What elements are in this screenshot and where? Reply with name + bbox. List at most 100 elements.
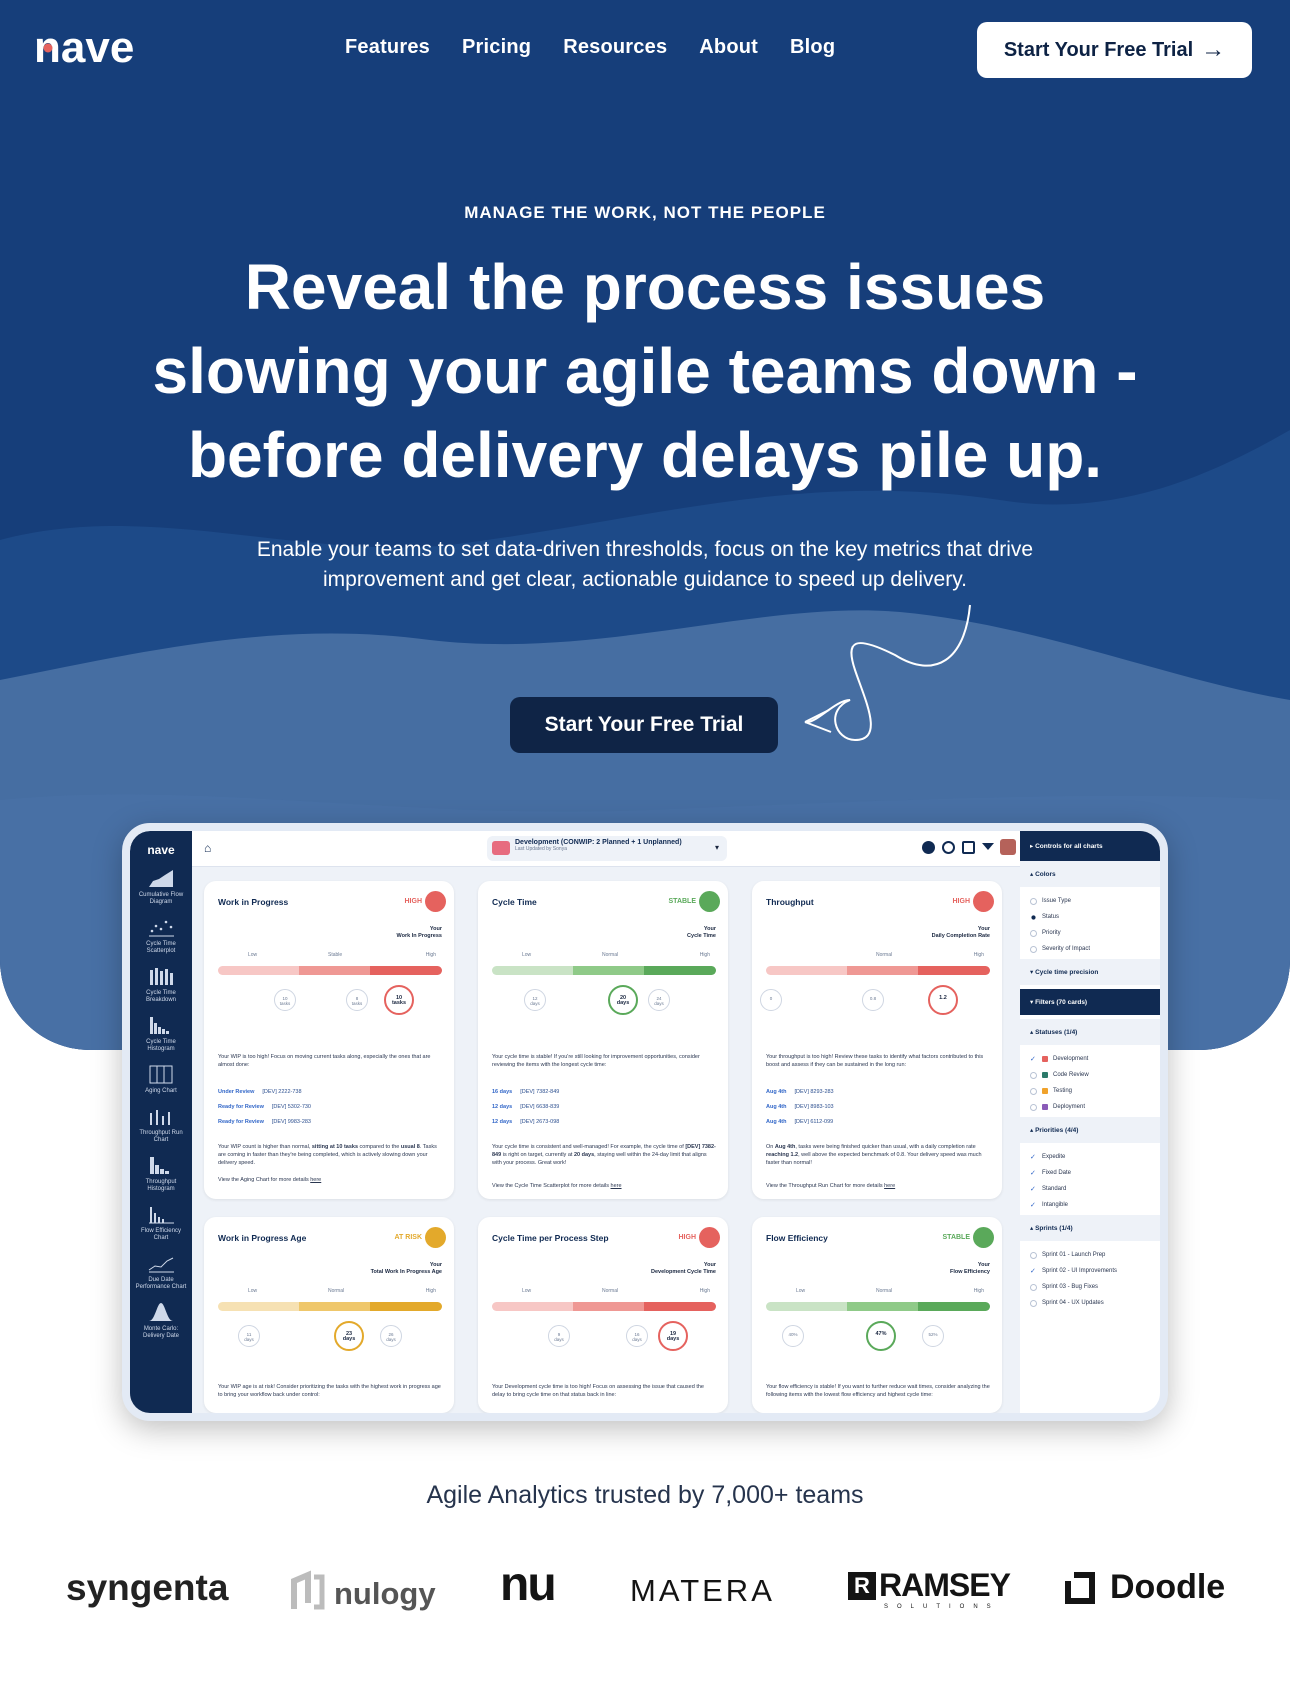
threshold-bar — [766, 1302, 990, 1311]
priorities-label: Priorities (4/4) — [1035, 1127, 1079, 1134]
filter-icon[interactable] — [982, 843, 994, 850]
ramsey-r-icon: R — [848, 1571, 876, 1600]
sidebar-item-flow-eff[interactable]: Flow Efficiency Chart — [134, 1203, 188, 1242]
status-option[interactable]: Code Review — [1020, 1065, 1160, 1081]
list-item[interactable]: 16 days[DEV] 7382-849 — [492, 1089, 559, 1104]
aging-chart-icon — [149, 1065, 173, 1084]
color-option[interactable]: Issue Type — [1020, 891, 1160, 907]
item-tag: Ready for Review — [218, 1104, 264, 1110]
check-icon: ✓ — [1030, 1186, 1036, 1193]
nav-link-about[interactable]: About — [699, 36, 759, 58]
nav-link-pricing[interactable]: Pricing — [461, 36, 532, 58]
ramsey-solutions: SOLUTIONS — [884, 1604, 1000, 1610]
check-icon: ✓ — [1030, 1202, 1036, 1209]
card-guidance: Your throughput is too high! Review thes… — [766, 1054, 984, 1068]
nav-start-trial-button[interactable]: Start Your Free Trial → — [977, 22, 1252, 78]
precision-header[interactable]: ▾ Cycle time precision — [1020, 959, 1160, 985]
avatar[interactable] — [1000, 839, 1016, 855]
list-item[interactable]: Aug 4th[DEV] 8293-283 — [766, 1089, 834, 1104]
nave-logo[interactable]: nave — [34, 23, 169, 72]
option-label: Deployment — [1053, 1104, 1086, 1110]
metric-name: Daily Completion Rate — [931, 933, 990, 939]
monitor-icon[interactable] — [962, 841, 975, 854]
arrow-right-icon: → — [1201, 36, 1226, 63]
your-label: Your — [703, 1262, 716, 1268]
list-item[interactable]: 12 days[DEV] 6638-839 — [492, 1104, 559, 1119]
sprints-header[interactable]: ▴ Sprints (1/4) — [1020, 1215, 1160, 1241]
home-icon[interactable]: ⌂ — [204, 841, 212, 855]
sidebar-item-throughput-hist[interactable]: Throughput Histogram — [134, 1154, 188, 1193]
sprint-option[interactable]: Sprint 03 - Bug Fixes — [1020, 1277, 1160, 1293]
threshold-marker: 0 — [760, 989, 782, 1011]
card-title: Cycle Time — [492, 897, 537, 907]
status-option[interactable]: ✓Development — [1020, 1049, 1160, 1065]
details-link[interactable]: View the Cycle Time Scatterplot for more… — [492, 1183, 622, 1189]
colors-header[interactable]: ▴ Colors — [1020, 861, 1160, 887]
priority-option[interactable]: ✓Standard — [1020, 1179, 1160, 1195]
details-link[interactable]: View the Aging Chart for more details he… — [218, 1177, 322, 1183]
item-tag: Aug 4th — [766, 1104, 787, 1110]
sidebar-item-due-date[interactable]: Due Date Performance Chart — [134, 1252, 188, 1291]
status-badge: HIGH — [404, 898, 423, 905]
metric-name: Work In Progress — [396, 933, 442, 939]
sidebar-item-breakdown[interactable]: Cycle Time Breakdown — [134, 965, 188, 1004]
sidebar-item-cfd[interactable]: Cumulative Flow Diagram — [134, 867, 188, 906]
area-chart-icon — [149, 870, 173, 887]
sprint-option[interactable]: Sprint 04 - UX Updates — [1020, 1293, 1160, 1309]
status-option[interactable]: Deployment — [1020, 1097, 1160, 1113]
list-item[interactable]: Under Review[DEV] 2222-738 — [218, 1089, 311, 1104]
controls-header[interactable]: ▸ Controls for all charts — [1020, 831, 1160, 861]
nav-link-blog[interactable]: Blog — [790, 36, 836, 58]
nav-link-features[interactable]: Features — [345, 36, 430, 58]
priorities-header[interactable]: ▴ Priorities (4/4) — [1020, 1117, 1160, 1143]
list-item[interactable]: Aug 4th[DEV] 6112-099 — [766, 1119, 834, 1134]
app-topbar: ⌂ Development (CONWIP: 2 Planned + 1 Unp… — [192, 831, 1020, 867]
list-item[interactable]: 12 days[DEV] 2673-098 — [492, 1119, 559, 1134]
hero-subtitle: Enable your teams to set data-driven thr… — [256, 538, 1034, 591]
card-title: Flow Efficiency — [766, 1233, 828, 1243]
list-item[interactable]: Aug 4th[DEV] 8983-103 — [766, 1104, 834, 1119]
label-high: High — [425, 1288, 436, 1294]
list-item[interactable]: Ready for Review[DEV] 5302-730 — [218, 1104, 311, 1119]
marker-value: 26 — [388, 1332, 394, 1337]
gear-icon[interactable] — [942, 841, 955, 854]
sidebar-item-monte-carlo[interactable]: Monte Carlo: Delivery Date — [134, 1301, 188, 1340]
sidebar-item-scatter[interactable]: Cycle Time Scatterplot — [134, 916, 188, 955]
controls-label: Controls for all charts — [1035, 843, 1103, 850]
hero-start-trial-button[interactable]: Start Your Free Trial — [510, 697, 778, 753]
list-item[interactable]: Ready for Review[DEV] 9983-283 — [218, 1119, 311, 1134]
status-dot — [425, 891, 446, 912]
sidebar-item-label: Cycle Time Histogram — [146, 1039, 176, 1052]
nav-link-resources[interactable]: Resources — [563, 36, 668, 58]
sidebar-item-aging[interactable]: Aging Chart — [134, 1063, 188, 1095]
statuses-label: Statuses (1/4) — [1035, 1029, 1078, 1036]
priority-option[interactable]: ✓Expedite — [1020, 1147, 1160, 1163]
svg-text:nulogy: nulogy — [334, 1576, 436, 1611]
sidebar-item-run-chart[interactable]: Throughput Run Chart — [134, 1105, 188, 1144]
card-title: Throughput — [766, 897, 814, 907]
color-option[interactable]: Severity of Impact — [1020, 939, 1160, 955]
add-icon[interactable] — [922, 841, 935, 854]
marker-value: 24 — [656, 996, 662, 1001]
sidebar-item-histogram[interactable]: Cycle Time Histogram — [134, 1014, 188, 1053]
option-label: Development — [1053, 1056, 1089, 1062]
sprint-option[interactable]: ✓Sprint 02 - UI Improvements — [1020, 1261, 1160, 1277]
your-label: Your — [429, 1262, 442, 1268]
sidebar-item-label: Cumulative Flow Diagram — [138, 892, 184, 905]
color-option[interactable]: Priority — [1020, 923, 1160, 939]
status-dot — [973, 891, 994, 912]
filters-header[interactable]: ▾ Filters (70 cards) — [1020, 989, 1160, 1015]
status-option[interactable]: Testing — [1020, 1081, 1160, 1097]
sprint-option[interactable]: Sprint 01 - Launch Prep — [1020, 1245, 1160, 1261]
details-link[interactable]: View the Throughput Run Chart for more d… — [766, 1183, 896, 1189]
color-option[interactable]: Status — [1020, 907, 1160, 923]
priority-option[interactable]: ✓Fixed Date — [1020, 1163, 1160, 1179]
label-low: Low — [796, 1288, 806, 1294]
priority-option[interactable]: ✓Intangible — [1020, 1195, 1160, 1211]
team-selector[interactable]: Development (CONWIP: 2 Planned + 1 Unpla… — [487, 836, 727, 861]
statuses-header[interactable]: ▴ Statuses (1/4) — [1020, 1019, 1160, 1045]
